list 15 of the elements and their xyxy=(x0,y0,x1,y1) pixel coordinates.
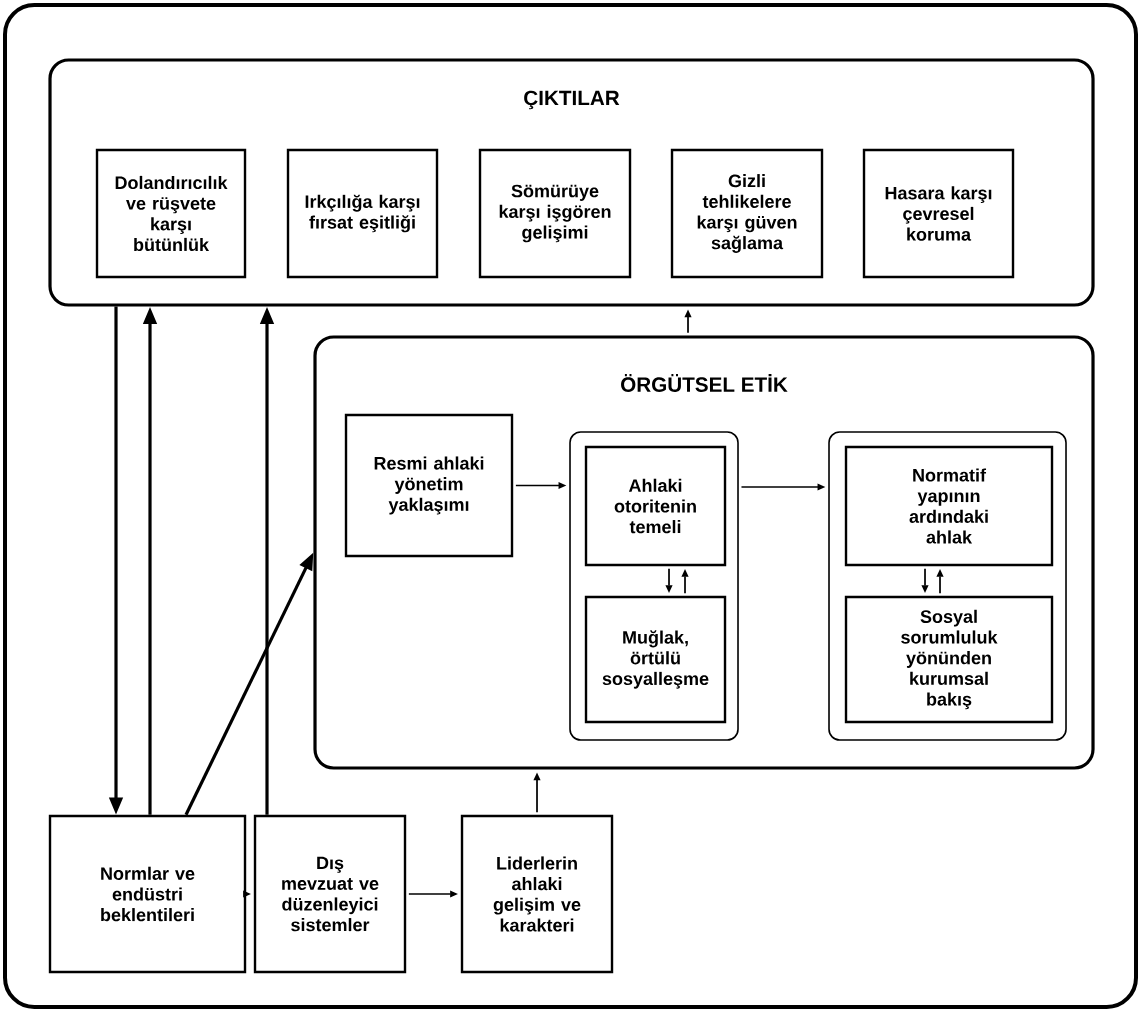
text-box: Sosyal sorumluluk yönünden kurumsal bakış xyxy=(844,595,1054,724)
text-box: Ahlaki otoritenin temeli xyxy=(584,445,727,567)
text-box: Muğlak, örtülü sosyalleşme xyxy=(584,595,727,724)
panel-frame xyxy=(569,431,739,741)
text-box: Dış mevzuat ve düzenleyici sistemler xyxy=(253,814,407,974)
panel-frame xyxy=(828,431,1067,741)
text-box: Liderlerin ahlaki gelişim ve karakteri xyxy=(460,814,614,974)
text-box: Normlar ve endüstri beklentileri xyxy=(48,814,247,974)
text-box: Gizli tehlikelere karşı güven sağlama xyxy=(670,148,824,279)
text-box: Hasara karşı çevresel koruma xyxy=(862,148,1015,279)
text-box: Irkçılığa karşı fırsat eşitliği xyxy=(286,148,439,279)
text-box: Dolandırıcılık ve rüşvete karşı bütünlük xyxy=(95,148,247,279)
text-box: Normatif yapının ardındaki ahlak xyxy=(844,445,1054,567)
text-box: Resmi ahlaki yönetim yaklaşımı xyxy=(344,413,514,558)
text-box: Sömürüye karşı işgören gelişimi xyxy=(478,148,632,279)
